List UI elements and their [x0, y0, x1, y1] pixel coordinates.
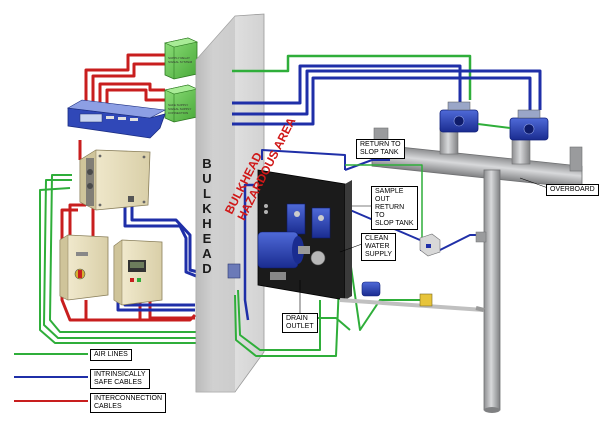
clean-water-label: CLEAN WATER SUPPLY [361, 233, 397, 261]
sample-valve [339, 231, 487, 312]
bulkhead-wall [195, 13, 265, 393]
overboard-label: OVERBOARD [546, 184, 599, 196]
legend-label-interconnect: INTERCONNECTION CABLES [90, 393, 167, 413]
bulkhead-letter: H [202, 216, 212, 231]
cables-right-top [232, 54, 542, 126]
green-box-bottom-label: SAFE SUPPLY SIGNAL SUPPLY CONNECTION [168, 103, 192, 115]
bulkhead-letter: K [202, 201, 212, 216]
green-box-top-label: SUPPLY RELAY SIGNAL SYSTEM [168, 56, 193, 64]
legend [14, 353, 88, 402]
overboard-pipe [371, 127, 583, 413]
junction-box-right [419, 233, 441, 257]
drain-outlet-label: DRAIN OUTLET [282, 313, 318, 333]
legend-label-safe: INTRINSICALLY SAFE CABLES [90, 369, 150, 389]
junction-box-left [227, 263, 241, 279]
bulkhead-letter: B [202, 156, 212, 171]
air-lines-left [39, 174, 200, 344]
control-panel [67, 99, 166, 139]
valve-actuator-left [439, 101, 479, 133]
label-leaders [299, 149, 549, 316]
bulkhead-letter: L [203, 186, 211, 201]
green-box-bottom [164, 84, 198, 123]
return-to-slop-tank-label: RETURN TO SLOP TANK [356, 139, 405, 159]
bulkhead-letter: D [202, 261, 212, 276]
lower-left-cabinet [59, 234, 109, 301]
lower-right-cabinet [113, 239, 163, 306]
legend-label-air: AIR LINES [90, 349, 132, 361]
main-cabinet [79, 149, 151, 211]
valve-actuator-right [509, 109, 549, 141]
analyser-panel [257, 169, 352, 301]
bulkhead-letter: A [202, 246, 212, 261]
sample-out-label: SAMPLE OUT RETURN TO SLOP TANK [371, 186, 418, 230]
bulkhead-letter: U [202, 171, 212, 186]
bulkhead-letter: E [202, 231, 212, 246]
